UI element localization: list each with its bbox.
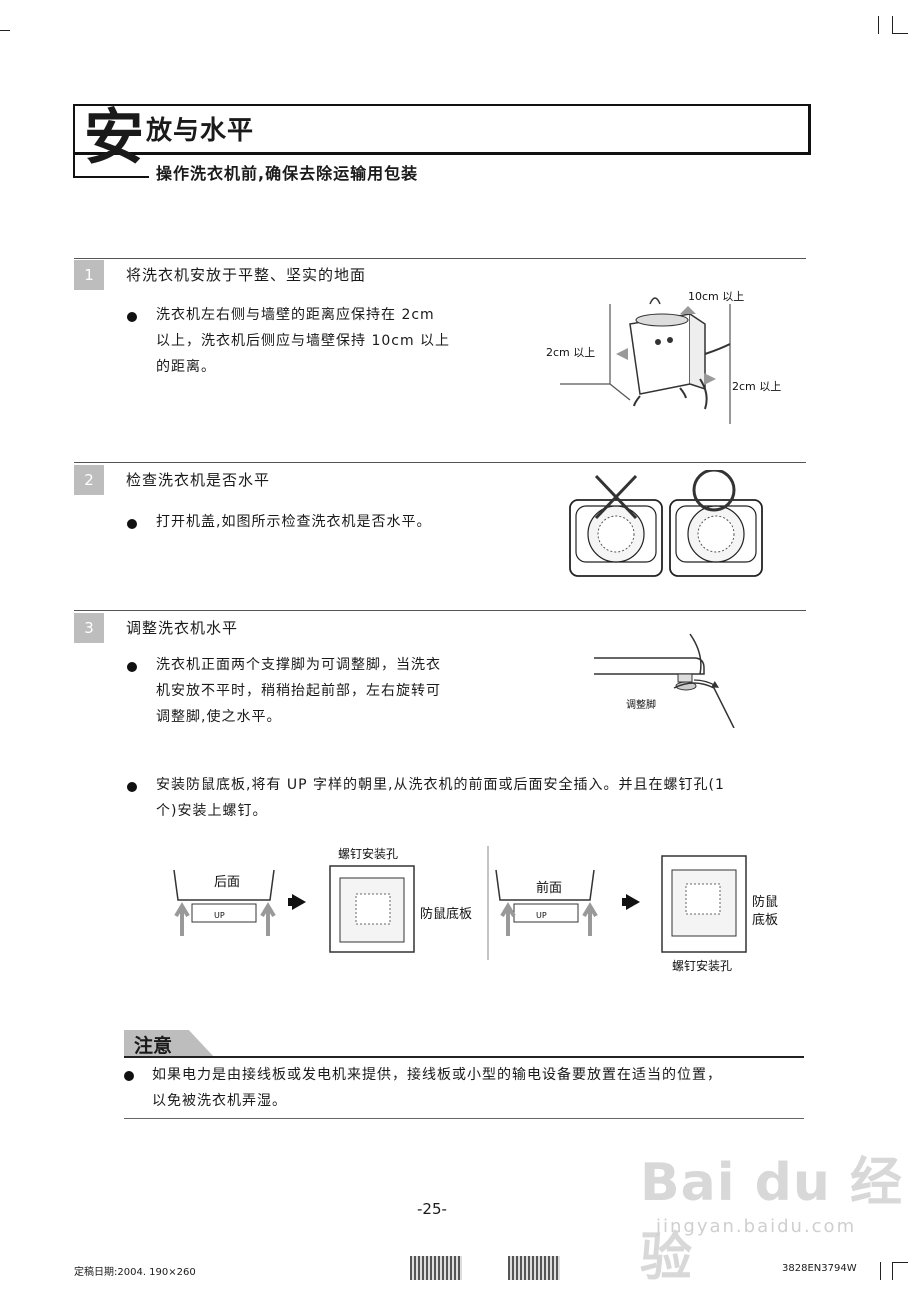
crop-mark-right2: [892, 16, 893, 34]
step-number-2: 2: [74, 465, 104, 495]
bullet-dot: [124, 1071, 134, 1081]
section-3-text: 洗衣机正面两个支撑脚为可调整脚，当洗衣 机安放不平时，稍稍抬起前部，左右旋转可 …: [156, 657, 441, 725]
label-screw-hole-2: 螺钉安装孔: [672, 958, 732, 973]
washer-not-level: [569, 474, 663, 577]
page-number: -25-: [417, 1200, 447, 1218]
registration-mark-1: [410, 1256, 462, 1280]
label-up-2: UP: [536, 911, 547, 920]
label-screw-hole-1: 螺钉安装孔: [338, 846, 398, 861]
footer-print-date: 定稿日期:2004. 190×260: [74, 1267, 196, 1278]
label-rear: 后面: [214, 875, 240, 890]
bullet-dot: [127, 662, 137, 672]
label-2cm-left: 2cm 以上: [546, 346, 595, 359]
title-big-char-frame: [73, 104, 149, 178]
watermark-url: jingyan.baidu.com: [656, 1216, 857, 1237]
note-label: 注意: [134, 1035, 173, 1057]
label-rat-plate-1: 防鼠底板: [420, 906, 472, 922]
crop-mark-right3: [892, 33, 908, 34]
label-adjust-foot: 调整脚: [626, 698, 656, 711]
page-title: 放与水平: [146, 116, 255, 146]
crop-mark-bottom2: [892, 1262, 893, 1280]
label-2cm-right: 2cm 以上: [732, 380, 781, 393]
rat-plate-illustration: 后面 UP 螺钉安装孔 防鼠底板 前面 UP 防鼠 底板 螺钉安装孔: [173, 846, 778, 973]
crop-mark-bottom3: [892, 1262, 908, 1263]
note-rule-bottom: [124, 1118, 804, 1119]
crop-mark-right: [878, 16, 879, 34]
section-rule-2: [74, 462, 806, 463]
registration-mark-2: [508, 1256, 560, 1280]
page-subtitle: 操作洗衣机前,确保去除运输用包装: [156, 164, 419, 183]
step-title-2: 检查洗衣机是否水平: [126, 471, 271, 489]
section-1-text: 洗衣机左右侧与墙壁的距离应保持在 2cm 以上，洗衣机后侧应与墙壁保持 10cm…: [156, 307, 451, 375]
bullet-dot: [127, 519, 137, 529]
bullet-dot: [127, 312, 137, 322]
step-number-3: 3: [74, 613, 104, 643]
section-rule-1: [74, 258, 806, 259]
watermark-logo: Bai du 经验: [640, 1153, 903, 1288]
placement-illustration: 10cm 以上 2cm 以上 2cm 以上: [546, 290, 781, 424]
title-big-char: 安: [84, 103, 144, 173]
label-10cm: 10cm 以上: [688, 290, 744, 303]
section-2-text: 打开机盖,如图所示检查洗衣机是否水平。: [156, 514, 432, 530]
crop-mark-bottom: [880, 1262, 881, 1280]
label-rat-plate-2b: 底板: [752, 912, 778, 928]
label-up-1: UP: [214, 911, 225, 920]
section-rule-3: [74, 610, 806, 611]
label-rat-plate-2a: 防鼠: [752, 894, 778, 910]
step-number-1: 1: [74, 260, 104, 290]
step-title-1: 将洗衣机安放于平整、坚实的地面: [126, 266, 367, 284]
footer-code: 3828EN3794W: [782, 1263, 857, 1274]
rat-plate-text: 安装防鼠底板,将有 UP 字样的朝里,从洗衣机的前面或后面安全插入。并且在螺钉孔…: [156, 777, 725, 819]
note-text: 如果电力是由接线板或发电机来提供，接线板或小型的输电设备要放置在适当的位置， 以…: [152, 1067, 722, 1109]
washer-level: [669, 470, 763, 577]
step-title-3: 调整洗衣机水平: [126, 619, 239, 637]
note-rule-top: [124, 1056, 804, 1058]
adjust-foot-illustration: 调整脚: [594, 633, 735, 728]
label-front: 前面: [536, 880, 562, 896]
crop-mark-left: [0, 30, 10, 31]
level-check-illustration: [569, 470, 763, 577]
bullet-dot: [127, 782, 137, 792]
